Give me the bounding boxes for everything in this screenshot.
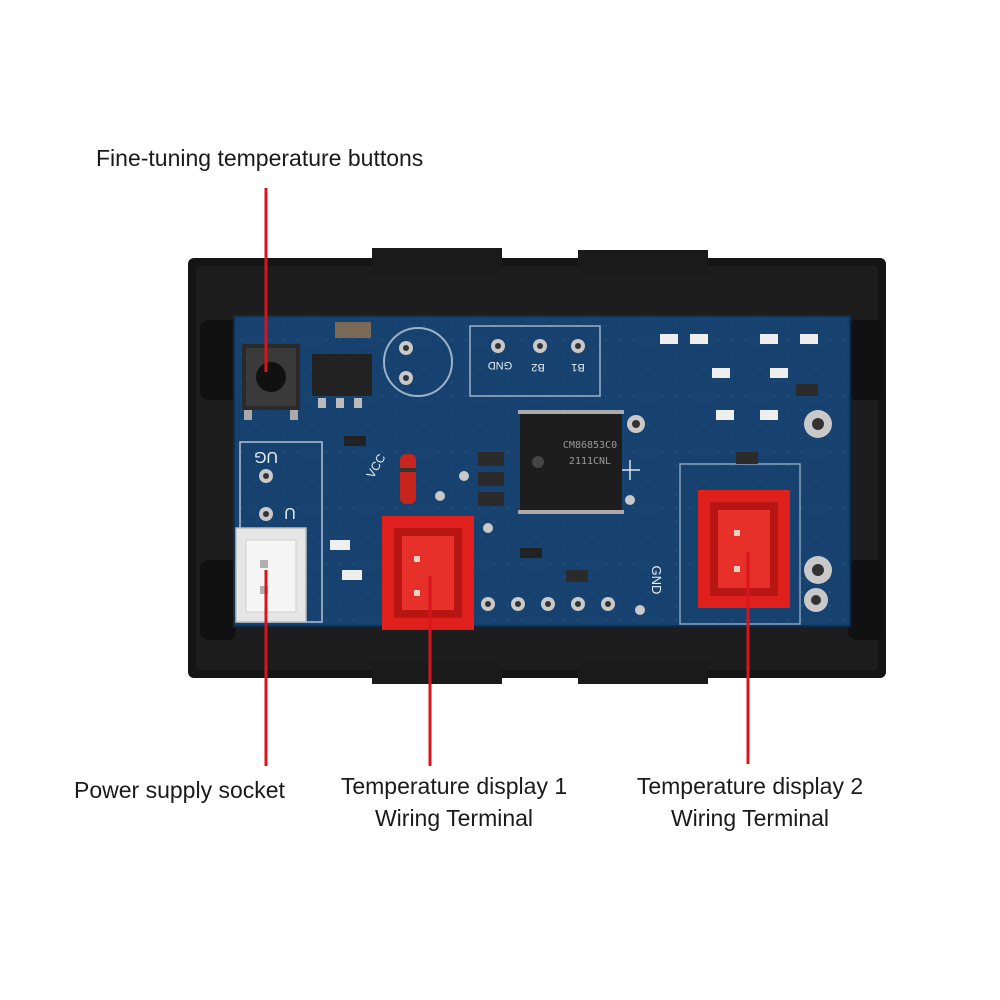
silk-ug: UG: [254, 448, 278, 465]
silk-gnd2: GND: [488, 359, 513, 371]
silkscreen-text: UG U GND GND VCC B1 B2: [254, 359, 664, 594]
label-fine-tuning-buttons: Fine-tuning temperature buttons: [96, 145, 424, 171]
jst-connector-2-icon: [698, 490, 790, 608]
tact-button-icon: [242, 344, 300, 420]
chip-marking-line2: 2111CNL: [569, 456, 611, 467]
silk-u: U: [284, 504, 296, 521]
jst-connector-icon: [382, 516, 474, 630]
label-power-socket: Power supply socket: [74, 777, 285, 803]
power-socket-icon: [235, 527, 307, 623]
leader-lines: [264, 188, 750, 766]
through-holes: [259, 339, 832, 615]
label-temperature-display-1: Temperature display 1 Wiring Terminal: [340, 773, 568, 831]
chip-marking-line1: CM86853C0: [563, 440, 617, 451]
silk-b1: B1: [571, 361, 584, 373]
ic-chip-icon: CM86853C0 2111CNL: [518, 410, 624, 514]
label-temperature-display-2: Temperature display 2 Wiring Terminal: [636, 773, 864, 831]
smd-components: [312, 322, 818, 582]
silk-b2: B2: [531, 361, 544, 373]
silk-gnd: GND: [649, 566, 664, 595]
